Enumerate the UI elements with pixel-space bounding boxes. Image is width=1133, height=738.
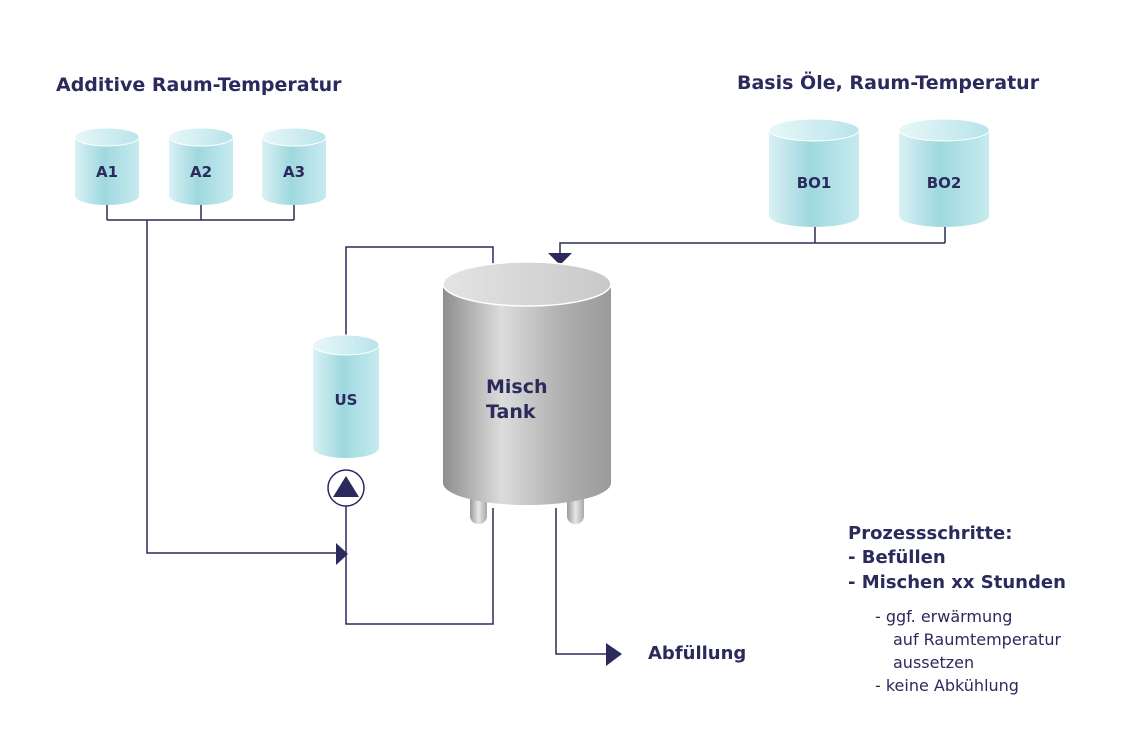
base-oils-heading: Basis Öle, Raum-Temperatur [737,72,1040,94]
pipes [106,204,946,655]
tank-a1-label: A1 [96,163,118,181]
mixing-tank-label-line2: Tank [486,401,536,423]
pump-icon [327,469,365,507]
tank-us-label: US [335,391,358,409]
tank-bo2-label: BO2 [927,174,962,192]
tank-bo1-label: BO1 [797,174,832,192]
filling-output-label: Abfüllung [648,643,747,664]
tank-a2: A2 [168,127,234,205]
process-step-mix: - Mischen xx Stunden [848,572,1066,593]
process-substep-heat-line3: aussetzen [893,653,975,672]
recirculation-pipe [345,506,494,625]
process-steps-title: Prozessschritte: [848,523,1013,544]
additive-feed-pipe [146,220,338,554]
tank-a2-label: A2 [190,163,212,181]
base-oil-manifold-pipe [559,227,946,256]
additive-manifold-pipe [106,204,295,221]
process-step-fill: - Befüllen [848,547,946,568]
additive-inlet-arrow-icon [336,543,348,565]
process-substep-heat-line2: auf Raumtemperatur [893,630,1062,649]
process-substep-no-cooling: - keine Abkühlung [875,676,1019,695]
drain-pipe [555,508,606,655]
tank-a3: A3 [261,127,327,205]
tank-a3-label: A3 [283,163,305,181]
mixing-tank: Misch Tank [442,261,612,524]
tank-bo2: BO2 [898,118,990,227]
mixing-tank-label-line1: Misch [486,376,548,398]
base-oil-inlet-arrow-icon [548,253,572,265]
process-substep-heat-line1: - ggf. erwärmung [875,607,1013,626]
tank-a1: A1 [74,127,140,205]
filling-outlet-arrow-icon [606,643,622,666]
tank-bo1: BO1 [768,118,860,227]
additives-heading: Additive Raum-Temperatur [56,74,342,96]
tank-us: US [312,334,380,458]
